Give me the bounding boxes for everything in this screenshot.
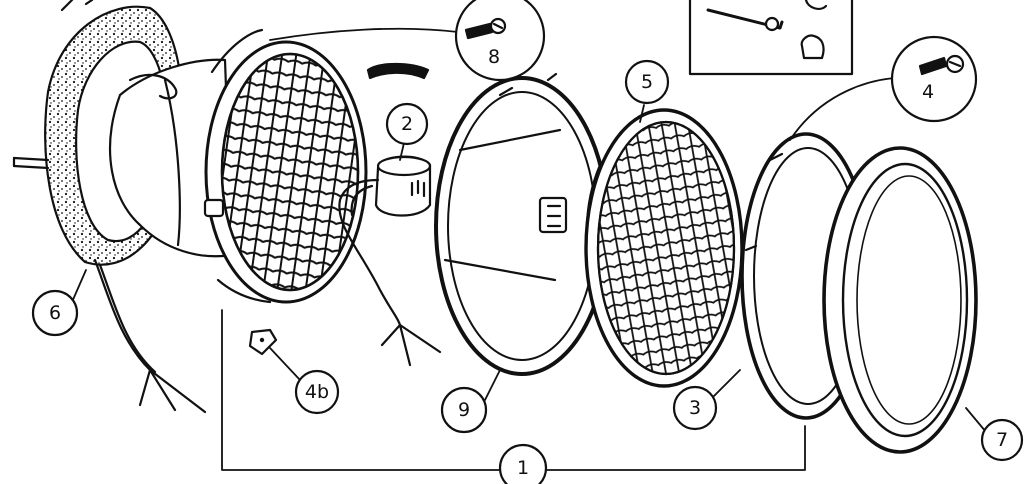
callout-5: 5 (624, 59, 670, 105)
callout-label-4: 4 (922, 81, 934, 103)
part-5-sealed-beam-unit (538, 108, 744, 388)
callout-2: 2 (385, 102, 429, 146)
callout-label-7: 7 (996, 429, 1008, 451)
part-4-screw-detail (918, 54, 965, 76)
callout-label-1: 1 (517, 457, 529, 479)
fittings-inset-box (688, 0, 854, 76)
part-8-screw-detail (464, 17, 507, 40)
callout-label-9: 9 (458, 399, 470, 421)
adjusting-clip (366, 62, 430, 80)
part-7-gasket-ring (822, 146, 978, 454)
callout-label-6: 6 (49, 302, 61, 324)
callout-4: 4 (890, 35, 978, 123)
callout-label-2: 2 (401, 113, 413, 135)
callout-label-8: 8 (488, 46, 500, 68)
callout-8: 8 (454, 0, 546, 82)
callout-label-3: 3 (689, 397, 701, 419)
callout-3: 3 (672, 385, 718, 431)
callout-1: 1 (498, 443, 548, 484)
leader-lines (71, 27, 987, 471)
part-9-inner-rim (434, 72, 610, 376)
part-1-headlamp-shell (93, 28, 368, 414)
part-2-bulb-holder (338, 155, 442, 367)
callout-6: 6 (31, 289, 79, 337)
callout-7: 7 (980, 418, 1024, 462)
callout-4b: 4b (294, 369, 340, 415)
callout-label-5: 5 (641, 71, 653, 93)
callout-label-4b: 4b (305, 381, 329, 403)
callout-9: 9 (440, 386, 488, 434)
part-4b-bracket (248, 328, 278, 356)
